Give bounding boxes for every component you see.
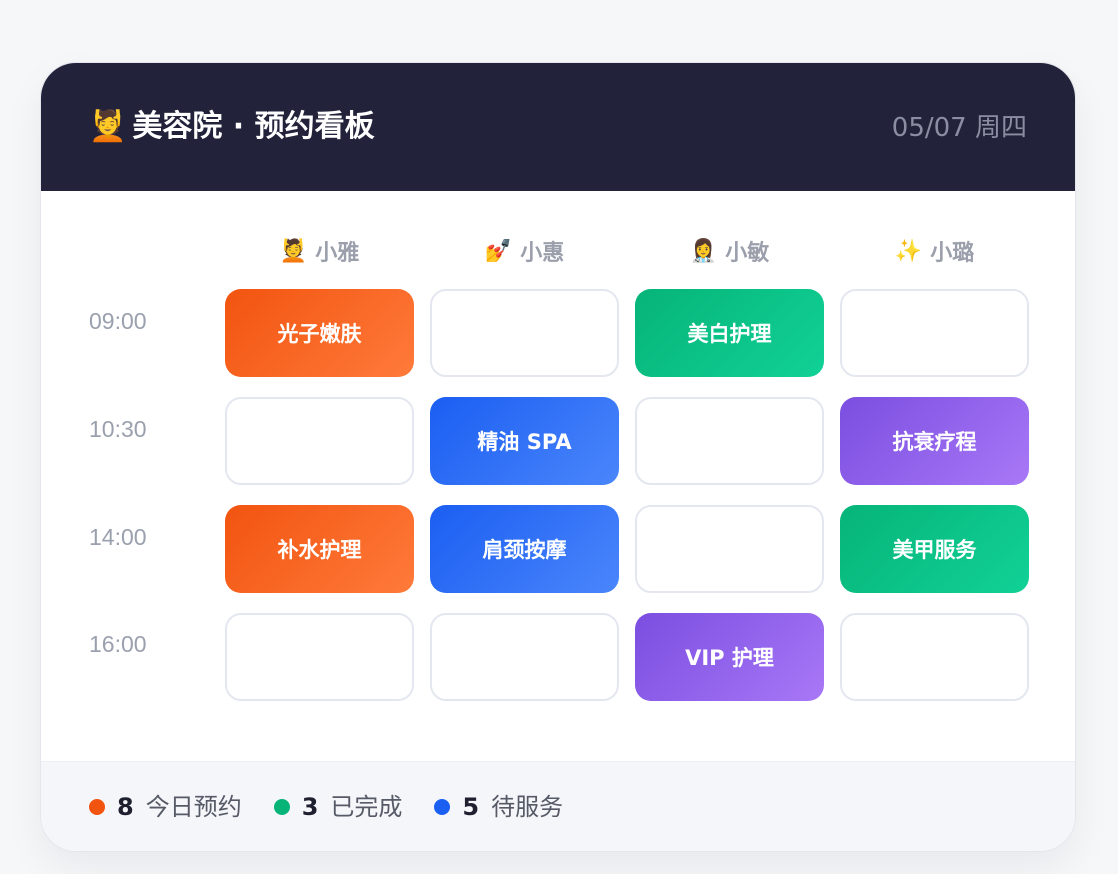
booking-board-card: 💆美容院 · 预约看板 05/07 周四 💆小雅 💅小惠 👩‍⚕️小敏 ✨小璐 … xyxy=(40,62,1076,852)
staff-header-xiaomin: 👩‍⚕️ 小敏 xyxy=(635,231,824,271)
appointment-block[interactable]: 光子嫩肤 xyxy=(225,289,414,377)
empty-slot[interactable] xyxy=(430,289,619,377)
empty-slot[interactable] xyxy=(430,613,619,701)
empty-slot[interactable] xyxy=(840,613,1029,701)
green-dot-icon xyxy=(273,799,290,815)
stat-value: 8 xyxy=(117,793,134,821)
time-label: 14:00 xyxy=(89,524,147,550)
nail-polish-icon: 💅 xyxy=(484,238,513,264)
staff-header-xiaohui: 💅 小惠 xyxy=(430,231,619,271)
empty-slot[interactable] xyxy=(635,505,824,593)
empty-slot[interactable] xyxy=(225,613,414,701)
stat-label: 今日预约 xyxy=(145,793,242,821)
orange-dot-icon xyxy=(89,799,105,815)
staff-header-xiaoya: 💆 小雅 xyxy=(225,231,414,271)
stat-label: 待服务 xyxy=(491,793,564,821)
time-label: 09:00 xyxy=(89,308,147,334)
board-date: 05/07 周四 xyxy=(891,113,1027,143)
empty-slot[interactable] xyxy=(225,397,414,485)
staff-name: 小敏 xyxy=(725,241,770,266)
staff-name: 小璐 xyxy=(930,241,975,266)
stat-label: 已完成 xyxy=(330,793,403,821)
staff-name: 小雅 xyxy=(315,241,360,266)
appointment-block[interactable]: 美甲服务 xyxy=(840,505,1029,593)
stat-today-bookings: 8 今日预约 xyxy=(89,790,242,824)
staff-name: 小惠 xyxy=(520,241,565,266)
empty-slot[interactable] xyxy=(840,289,1029,377)
appointment-block[interactable]: VIP 护理 xyxy=(635,613,824,701)
board-title-text: 美容院 · 预约看板 xyxy=(132,109,375,144)
health-worker-icon: 👩‍⚕️ xyxy=(689,238,718,264)
stat-completed: 3 已完成 xyxy=(273,790,403,824)
appointment-block[interactable]: 补水护理 xyxy=(225,505,414,593)
summary-stats: 8 今日预约 3 已完成 5 待服务 xyxy=(89,790,595,824)
stat-value: 3 xyxy=(301,793,319,821)
time-label: 16:00 xyxy=(89,631,147,657)
appointment-block[interactable]: 抗衰疗程 xyxy=(840,397,1029,485)
appointment-block[interactable]: 美白护理 xyxy=(635,289,824,377)
blue-dot-icon xyxy=(434,799,451,815)
empty-slot[interactable] xyxy=(635,397,824,485)
face-massage-icon: 💆 xyxy=(279,238,308,264)
board-title: 💆美容院 · 预约看板 xyxy=(89,107,375,147)
sparkles-icon: ✨ xyxy=(894,238,923,264)
appointment-block[interactable]: 肩颈按摩 xyxy=(430,505,619,593)
face-massage-icon: 💆 xyxy=(89,109,127,144)
appointment-block[interactable]: 精油 SPA xyxy=(430,397,619,485)
summary-footer: 8 今日预约 3 已完成 5 待服务 xyxy=(41,761,1075,851)
stat-value: 5 xyxy=(462,793,480,821)
board-header: 💆美容院 · 预约看板 05/07 周四 xyxy=(41,63,1075,191)
staff-header-xiaolu: ✨ 小璐 xyxy=(840,231,1029,271)
time-label: 10:30 xyxy=(89,416,147,442)
stat-pending: 5 待服务 xyxy=(434,790,563,824)
